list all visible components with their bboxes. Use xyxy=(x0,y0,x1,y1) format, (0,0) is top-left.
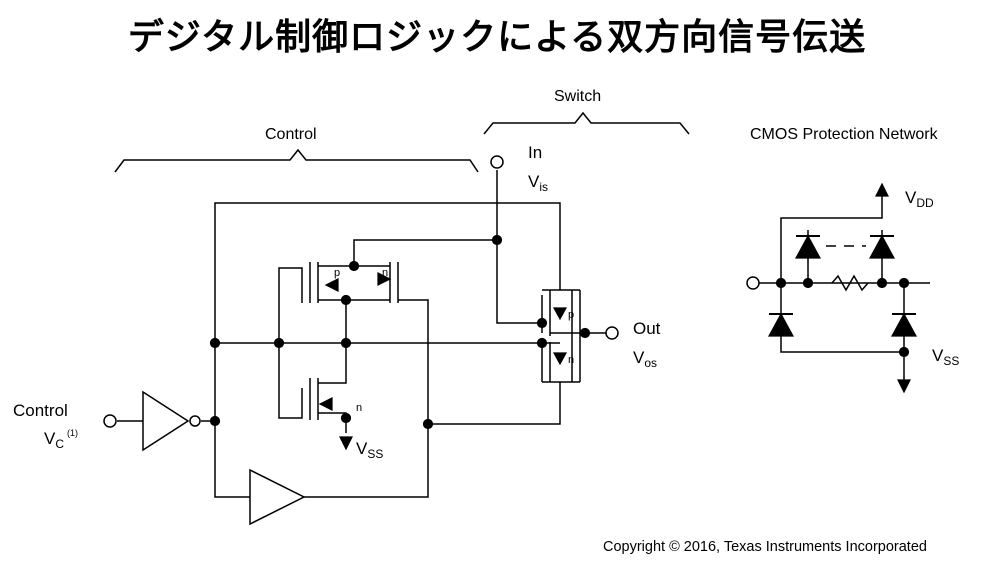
diode-top-left xyxy=(794,234,822,259)
dot-16 xyxy=(898,277,910,289)
terminal-vc xyxy=(103,414,117,428)
wire-n-gate xyxy=(428,382,561,425)
arrow-switch-n xyxy=(552,352,568,366)
page-title: デジタル制御ロジックによる双方向信号伝送 xyxy=(127,17,867,58)
dot-5 xyxy=(348,260,360,272)
cmos-top-rail xyxy=(780,195,883,283)
dot-13 xyxy=(775,277,787,289)
switch-transistors xyxy=(541,289,585,383)
arrow-nmos-1 xyxy=(318,397,333,411)
dot-3 xyxy=(273,337,285,349)
arrow-vdd xyxy=(875,182,889,197)
dot-2 xyxy=(209,415,221,427)
diode-bottom-left xyxy=(767,312,795,337)
wire-pmos-gate xyxy=(278,267,303,343)
inverter-1-bubble xyxy=(189,415,201,427)
label-out: Out xyxy=(633,319,661,338)
wire-in xyxy=(496,170,542,324)
label-control-input: Control xyxy=(13,401,68,420)
label-cmos: CMOS Protection Network xyxy=(750,126,939,143)
terminal-in xyxy=(490,155,504,169)
cmos-bottom-rail xyxy=(780,283,905,380)
diode-bottom-right xyxy=(890,312,918,337)
wires xyxy=(114,111,930,498)
dot-8 xyxy=(491,234,503,246)
dot-4 xyxy=(340,337,352,349)
label-vss-inner: VSS xyxy=(356,439,383,461)
terminal-out xyxy=(605,326,619,340)
wire-nmos-gate xyxy=(278,343,303,419)
arrow-pmos-1 xyxy=(324,278,339,292)
inverter-2 xyxy=(249,468,306,526)
terminals xyxy=(103,155,760,428)
label-n-2: n xyxy=(356,402,362,414)
label-switch: Switch xyxy=(554,88,601,105)
switch-brace xyxy=(483,111,690,135)
copyright-text: Copyright © 2016, Texas Instruments Inco… xyxy=(603,539,927,555)
label-in: In xyxy=(528,143,542,162)
dot-14 xyxy=(802,277,814,289)
arrow-vss-cmos xyxy=(897,379,911,394)
label-vos: Vos xyxy=(633,348,657,370)
dot-10 xyxy=(536,317,548,329)
nmos-inner xyxy=(309,300,347,433)
arrow-pmos-2 xyxy=(377,272,392,286)
inverter-1 xyxy=(142,390,190,452)
wire-vis-pmos xyxy=(353,239,497,266)
wire-top-loop xyxy=(214,202,561,498)
label-vc: VC(1) xyxy=(44,428,78,451)
dot-1 xyxy=(209,337,221,349)
label-vis: Vis xyxy=(528,172,548,194)
label-vss-cmos: VSS xyxy=(932,346,959,368)
filled-symbols xyxy=(142,182,918,526)
dot-11 xyxy=(536,337,548,349)
terminal-cmos xyxy=(746,276,760,290)
label-n-1: n xyxy=(382,267,388,279)
dot-12 xyxy=(579,327,591,339)
dot-15 xyxy=(876,277,888,289)
label-control: Control xyxy=(265,126,317,143)
arrow-switch-p xyxy=(552,307,568,321)
wire-inv2-out xyxy=(304,299,429,498)
dot-9 xyxy=(422,418,434,430)
control-brace xyxy=(114,148,479,173)
label-n-switch: n xyxy=(568,354,574,366)
dot-6 xyxy=(340,294,352,306)
diode-top-right xyxy=(868,234,896,259)
label-p-1: p xyxy=(334,267,340,279)
resistor-symbol xyxy=(831,274,869,292)
label-vdd: VDD xyxy=(905,188,934,210)
arrow-vss-inner xyxy=(339,436,353,451)
dot-7 xyxy=(340,412,352,424)
dot-17 xyxy=(898,346,910,358)
label-p-switch: p xyxy=(568,309,574,321)
